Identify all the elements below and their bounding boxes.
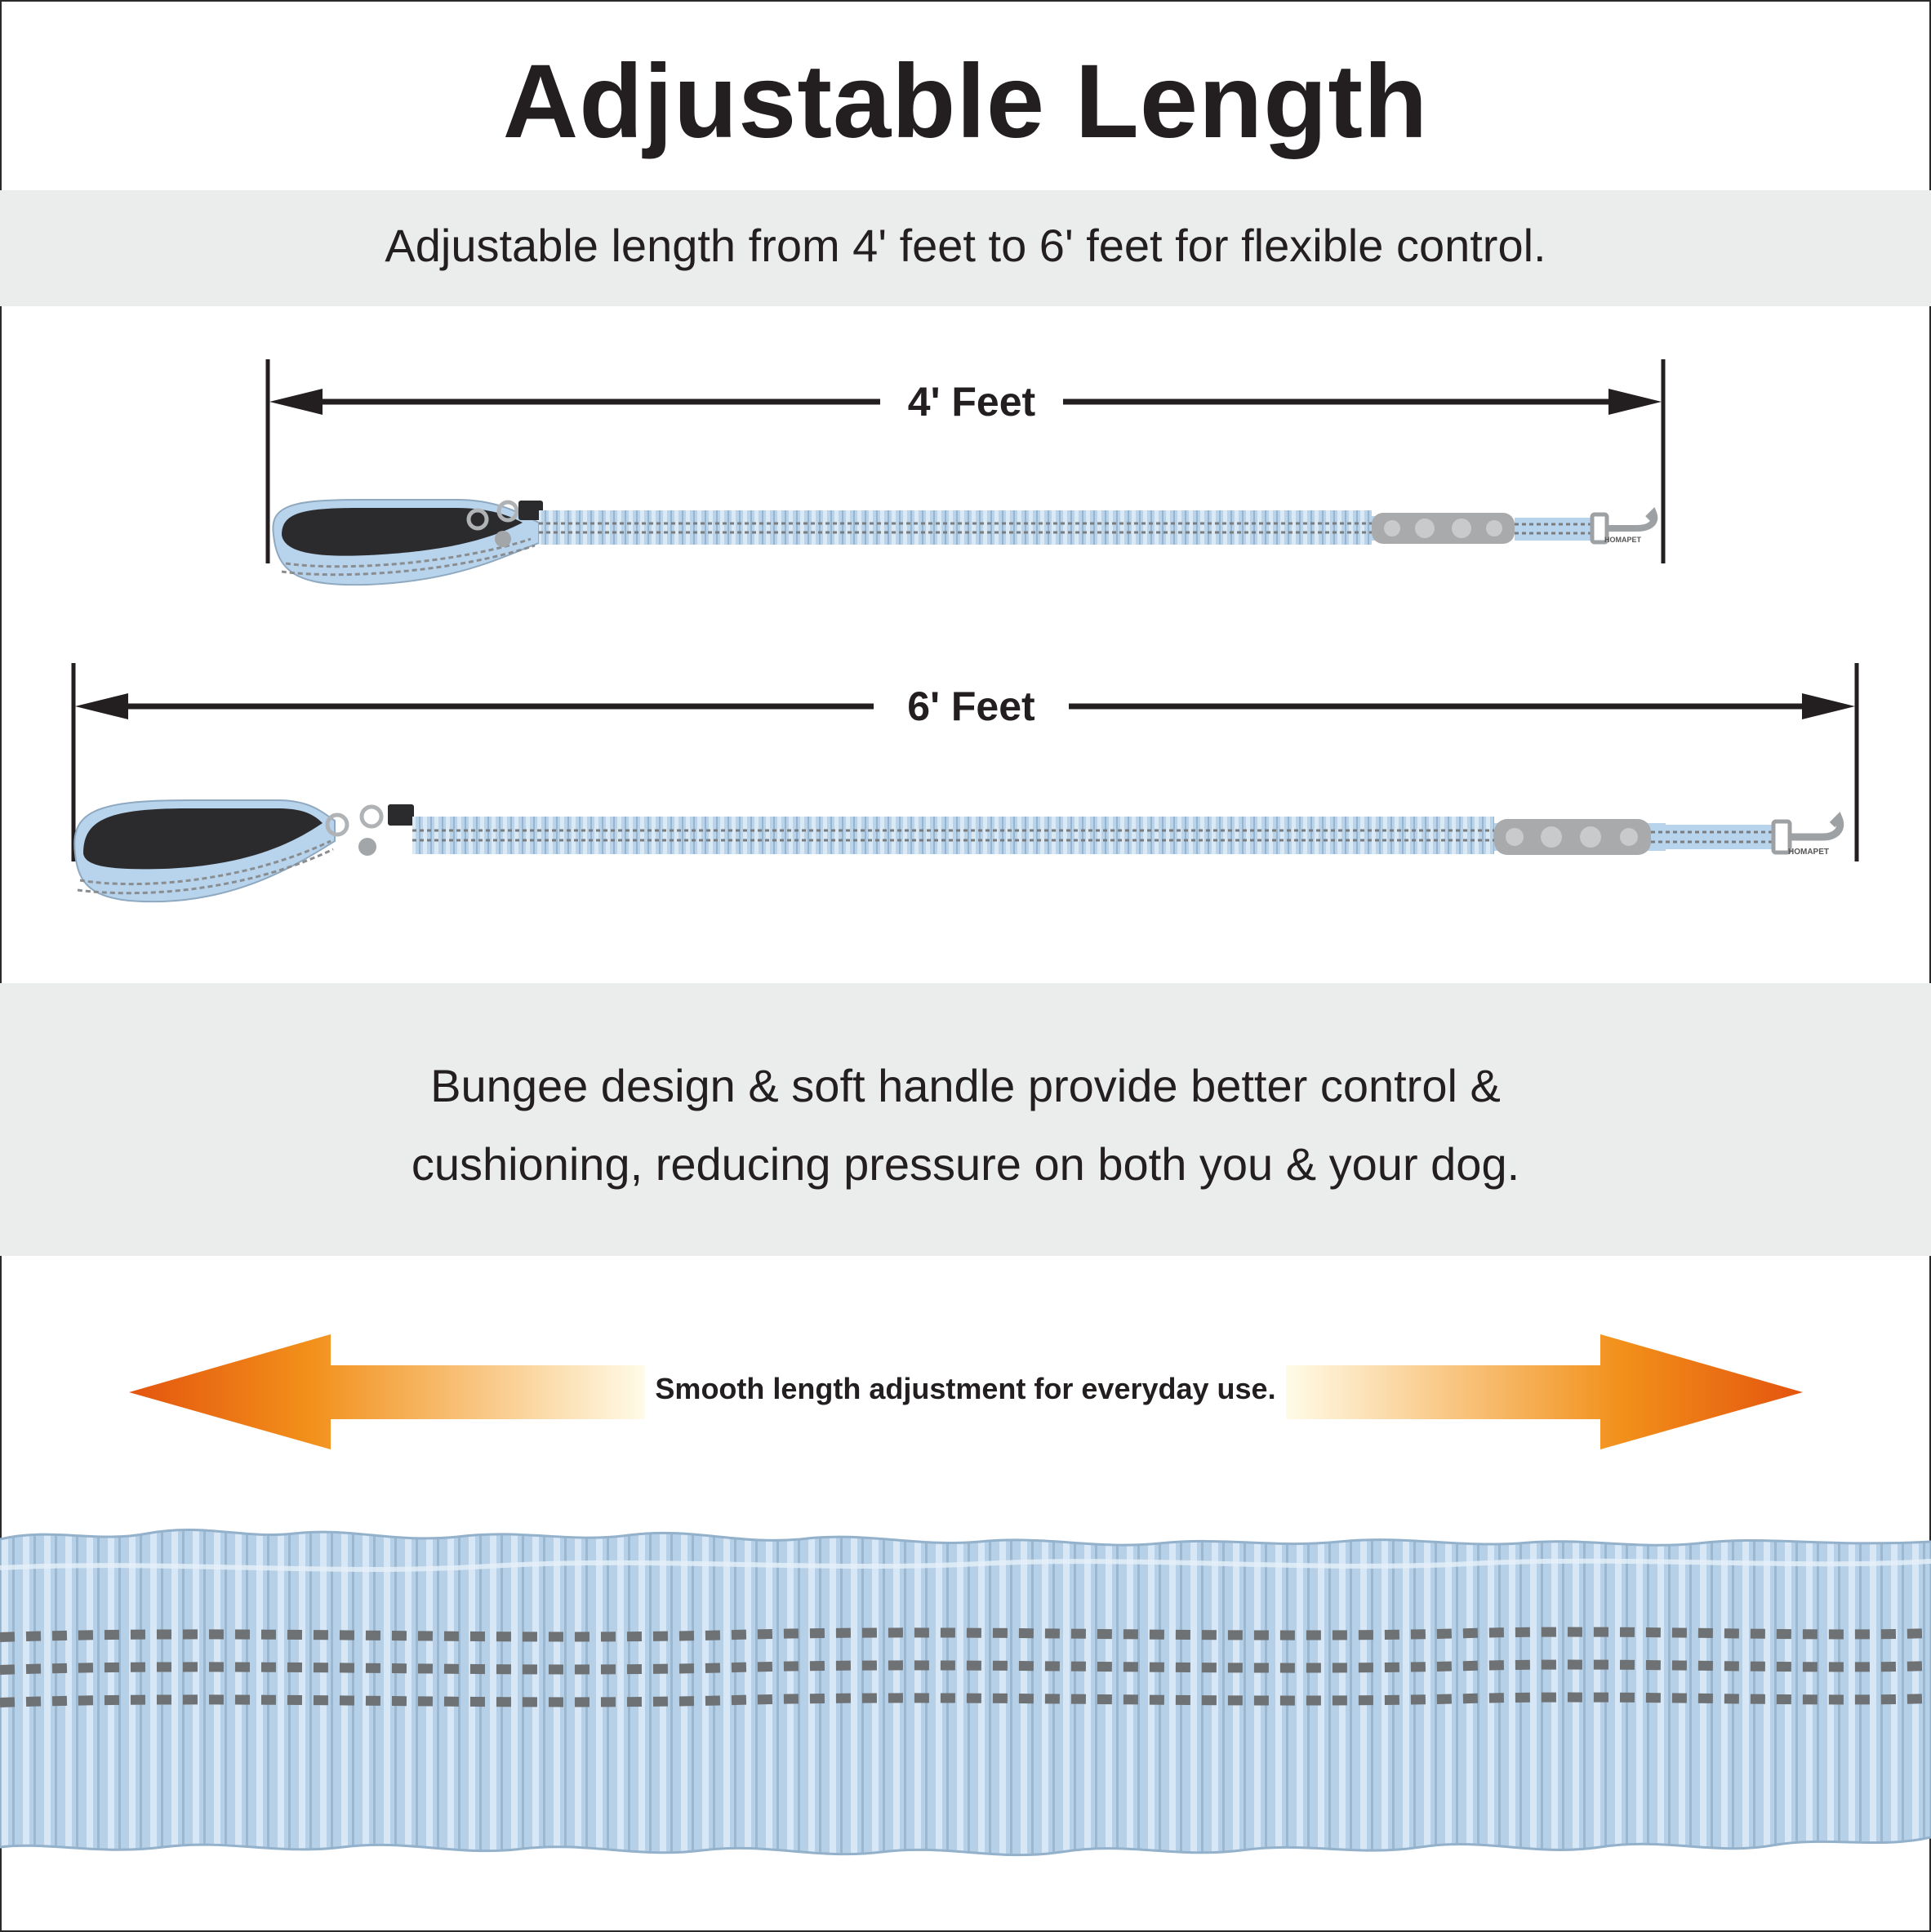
description-band: Bungee design & soft handle provide bett…: [0, 983, 1931, 1256]
leash-4ft: HOMAPET: [272, 499, 1658, 586]
brand-tag-4ft: HOMAPET: [1604, 536, 1642, 544]
adjust-double-arrow: [129, 1334, 1803, 1449]
dimension-label-4ft: 4' Feet: [880, 377, 1063, 426]
subtitle-band: Adjustable length from 4' feet to 6' fee…: [0, 190, 1931, 306]
bungee-closeup: [0, 1529, 1931, 1857]
description-line-2: cushioning, reducing pressure on both yo…: [411, 1138, 1520, 1190]
description-line-1: Bungee design & soft handle provide bett…: [430, 1060, 1501, 1111]
page-title: Adjustable Length: [502, 43, 1429, 160]
dimension-label-6ft: 6' Feet: [874, 682, 1069, 731]
adjust-arrow-caption: Smooth length adjustment for everyday us…: [655, 1372, 1276, 1405]
brand-tag-6ft: HOMAPET: [1788, 848, 1829, 857]
description-text: Bungee design & soft handle provide bett…: [0, 1047, 1931, 1204]
leash-6ft: HOMAPET: [73, 799, 1844, 903]
subtitle-text: Adjustable length from 4' feet to 6' fee…: [385, 220, 1546, 271]
